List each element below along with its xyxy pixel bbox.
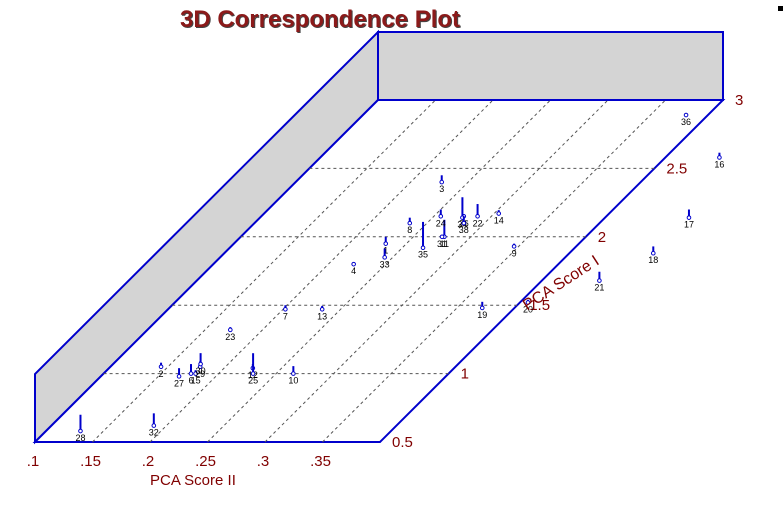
x-tick-label: .15 [80,453,101,470]
y-tick-label: 0.5 [392,434,413,451]
point-label: 23 [225,332,235,342]
data-point [475,213,480,219]
point-label: 16 [714,159,724,169]
data-point [525,300,531,305]
data-point [382,255,387,260]
x-tick-label: .3 [257,453,270,470]
point-label: 19 [477,310,487,320]
y-tick-label: 2 [598,229,606,246]
data-point [686,215,692,220]
point-label: 8 [407,225,412,235]
data-point [193,371,198,376]
data-point [291,371,296,376]
point-label: 32 [149,428,159,438]
data-point [461,220,467,226]
data-point [198,361,203,367]
point-label: 13 [317,311,327,321]
x-tick-label: .35 [310,453,331,470]
data-point [407,220,413,226]
point-label: 7 [283,311,288,321]
point-label: 1 [383,246,388,256]
data-point [228,327,233,333]
y-tick-label: 1.5 [529,297,550,314]
point-label: 28 [75,433,85,443]
x-axis-title: PCA Score II [150,472,236,489]
y-tick-label: 1 [461,366,469,383]
data-point [438,213,444,219]
back-wall [377,31,724,101]
point-label: 18 [648,255,658,265]
data-point [479,305,485,311]
point-label: 3 [439,184,444,194]
y-tick-label: 3 [735,92,743,109]
point-label: 10 [288,376,298,386]
y-tick-label: 2.5 [666,160,687,177]
data-point [351,261,356,267]
data-point [683,112,689,118]
point-label: 25 [248,376,258,386]
point-label: 22 [473,218,483,228]
data-point [439,179,445,185]
grid-line-x [322,99,666,443]
point-label: 30 [196,366,206,376]
point-label: 2 [159,369,164,379]
data-point [188,371,194,376]
corner-marker [778,6,783,11]
grid-line-x [149,99,494,443]
point-label: 4 [351,266,356,276]
grid-line-x [207,99,551,443]
x-tick-label: .25 [195,453,216,470]
data-point [650,250,656,256]
data-point [439,234,445,240]
point-label: 36 [681,117,691,127]
data-point [151,423,157,428]
point-label: 33 [380,259,390,269]
point-label: 31 [437,239,447,249]
grid-line-x [92,99,436,443]
x-tick-label: .2 [142,453,155,470]
point-label: 11 [440,239,449,249]
data-point [511,244,517,249]
point-label: 9 [512,248,517,258]
data-point [420,245,426,251]
point-label: 38 [459,225,469,235]
point-label: 29 [195,369,205,379]
point-label: 21 [594,283,604,293]
point-label: 24 [436,218,446,228]
data-point [158,364,164,370]
data-point [78,428,83,434]
point-label: 17 [684,220,694,230]
data-point [383,241,389,246]
grid-line-x [264,99,609,443]
data-point [597,278,602,283]
data-point [250,371,256,376]
point-label: 27 [174,378,184,388]
point-label: 14 [494,216,504,226]
point-label: 20 [523,304,533,314]
point-label: 15 [191,376,201,386]
data-point [176,374,182,379]
data-point [496,211,502,216]
data-point [717,155,722,160]
chart-title: 3D Correspondence Plot [179,6,461,33]
point-label: 35 [418,250,428,260]
data-point [283,307,288,312]
x-tick-label: .1 [27,453,40,470]
data-point [319,307,325,312]
point-label: 6 [188,376,193,386]
